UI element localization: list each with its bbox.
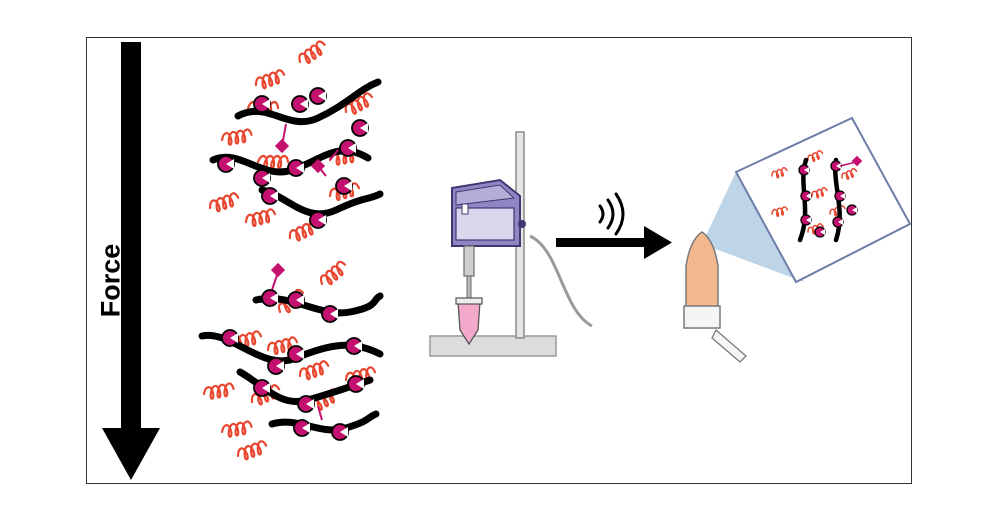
bottom-polymer-network [198, 259, 384, 463]
bottle-cap [711, 328, 747, 363]
backbone-chains [198, 292, 384, 434]
linkers [274, 123, 339, 177]
sample-tube-icon [455, 297, 483, 346]
right-arrow-icon [556, 226, 672, 259]
probe-horn [463, 245, 475, 277]
force-label: Force [95, 243, 126, 318]
zoom-inset [734, 116, 912, 284]
zoom-cone [702, 172, 804, 282]
sample-bottle [683, 231, 747, 363]
sonicator-device [429, 131, 593, 357]
linkers [270, 262, 323, 421]
force-arrow [102, 42, 160, 480]
stand-base [429, 335, 557, 357]
sound-wave-icon [598, 192, 625, 236]
cable [529, 234, 593, 328]
top-polymer-network [206, 38, 384, 245]
